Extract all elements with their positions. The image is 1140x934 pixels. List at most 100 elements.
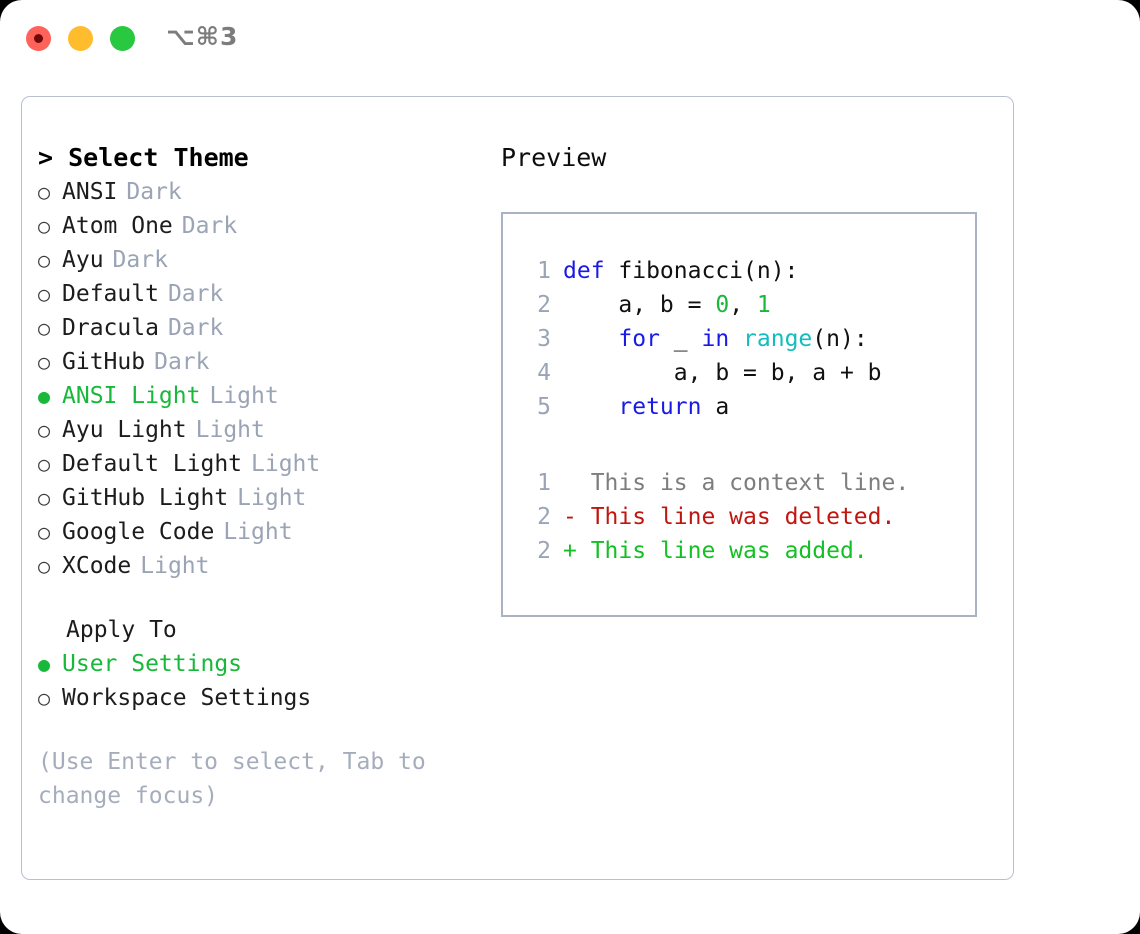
radio-unselected-icon: ○ xyxy=(38,350,51,374)
apply-to-option-label: User Settings xyxy=(62,651,243,677)
code-token-num: 0 xyxy=(715,292,730,318)
theme-option-label: Default Light xyxy=(62,451,243,477)
code-token-kw: def xyxy=(563,258,619,284)
code-token-kw: return xyxy=(618,394,702,420)
theme-option-label: GitHub Light xyxy=(62,485,229,511)
code-line-number: 4 xyxy=(537,360,551,386)
radio-unselected-icon: ○ xyxy=(38,282,51,306)
theme-option-tag: Dark xyxy=(167,281,224,307)
theme-option-ayu-light[interactable]: ○ Ayu Light Light xyxy=(38,413,478,447)
theme-option-ansi[interactable]: ○ ANSI Dark xyxy=(38,175,478,209)
diff-sample: 1 This is a context line.2- This line wa… xyxy=(517,466,975,568)
theme-option-label: Ayu Light xyxy=(62,417,187,443)
theme-option-label: GitHub xyxy=(62,349,146,375)
diff-line: 2 + This line was added. xyxy=(517,534,975,568)
code-line: 3 for _ in range(n): xyxy=(517,322,975,356)
theme-option-label: XCode xyxy=(62,553,132,579)
apply-to-option-user-settings[interactable]: ● User Settings xyxy=(38,647,478,681)
radio-unselected-icon: ○ xyxy=(38,316,51,340)
list-spacer xyxy=(38,583,478,613)
code-line-text: a, b = 0, 1 xyxy=(563,288,771,322)
diff-line: 2- This line was deleted. xyxy=(517,500,975,534)
diff-marker: + xyxy=(563,538,591,564)
theme-option-tag: Light xyxy=(195,417,265,443)
minimize-button[interactable] xyxy=(68,26,93,51)
code-token-txt: _ xyxy=(659,326,702,352)
radio-selected-icon: ● xyxy=(38,384,51,408)
code-token-txt: (n): xyxy=(812,326,868,352)
code-token-txt xyxy=(563,326,618,352)
diff-line-number: 2 xyxy=(537,504,551,530)
theme-option-tag: Dark xyxy=(112,247,168,273)
code-line-text: return a xyxy=(563,390,729,424)
window-controls xyxy=(26,26,135,51)
code-line: 4 a, b = b, a + b xyxy=(517,356,975,390)
radio-unselected-icon: ○ xyxy=(38,248,51,272)
radio-unselected-icon: ○ xyxy=(38,180,51,204)
apply-to-header: Apply To xyxy=(66,617,177,643)
code-line: 1 def fibonacci(n): xyxy=(517,254,975,288)
apply-to-option-label: Workspace Settings xyxy=(62,685,312,711)
radio-unselected-icon: ○ xyxy=(38,452,51,476)
radio-unselected-icon: ○ xyxy=(38,486,51,510)
code-line: 5 return a xyxy=(517,390,975,424)
code-line-number: 5 xyxy=(537,394,551,420)
theme-option-label: Atom One xyxy=(62,213,173,239)
radio-selected-icon: ● xyxy=(38,652,51,676)
diff-marker: - xyxy=(563,504,591,530)
apply-to-list: ● User Settings ○ Workspace Settings xyxy=(38,647,478,715)
theme-option-label: ANSI xyxy=(62,179,118,205)
code-token-txt: a, b = b, a + b xyxy=(563,360,882,386)
code-token-num: 1 xyxy=(756,292,771,318)
theme-option-default[interactable]: ○ Default Dark xyxy=(38,277,478,311)
code-token-kw: for xyxy=(618,326,660,352)
code-line-text: for _ in range(n): xyxy=(563,322,868,356)
diff-line-text: This line was added. xyxy=(590,538,868,564)
maximize-button[interactable] xyxy=(110,26,135,51)
radio-unselected-icon: ○ xyxy=(38,554,51,578)
diff-line-text: This line was deleted. xyxy=(590,504,896,530)
diff-line-number: 2 xyxy=(537,538,551,564)
theme-option-tag: Light xyxy=(251,451,321,477)
radio-unselected-icon: ○ xyxy=(38,418,51,442)
code-line: 2 a, b = 0, 1 xyxy=(517,288,975,322)
code-line-number: 1 xyxy=(537,258,551,284)
radio-unselected-icon: ○ xyxy=(38,686,51,710)
close-button[interactable] xyxy=(26,26,51,51)
theme-option-default-light[interactable]: ○ Default Light Light xyxy=(38,447,478,481)
diff-marker xyxy=(563,466,591,500)
theme-option-label: Google Code xyxy=(62,519,215,545)
theme-option-tag: Dark xyxy=(126,179,182,205)
theme-option-tag: Light xyxy=(223,519,293,545)
theme-option-label: Default xyxy=(62,281,159,307)
code-line-text: def fibonacci(n): xyxy=(563,254,798,288)
code-token-txt: a xyxy=(701,394,730,420)
preview-header: Preview xyxy=(501,143,607,172)
code-token-txt: a, b = xyxy=(563,292,716,318)
theme-option-github[interactable]: ○ GitHub Dark xyxy=(38,345,478,379)
diff-line-text: This is a context line. xyxy=(590,470,910,496)
code-token-txt: , xyxy=(729,292,757,318)
code-line-number: 3 xyxy=(537,326,551,352)
theme-option-tag: Dark xyxy=(154,349,210,375)
apply-to-option-workspace-settings[interactable]: ○ Workspace Settings xyxy=(38,681,478,715)
preview-gap xyxy=(517,424,975,466)
code-token-kw: in xyxy=(701,326,730,352)
theme-option-label: ANSI Light xyxy=(62,383,201,409)
theme-option-label: Dracula xyxy=(62,315,159,341)
radio-unselected-icon: ○ xyxy=(38,214,51,238)
code-token-txt xyxy=(563,394,618,420)
